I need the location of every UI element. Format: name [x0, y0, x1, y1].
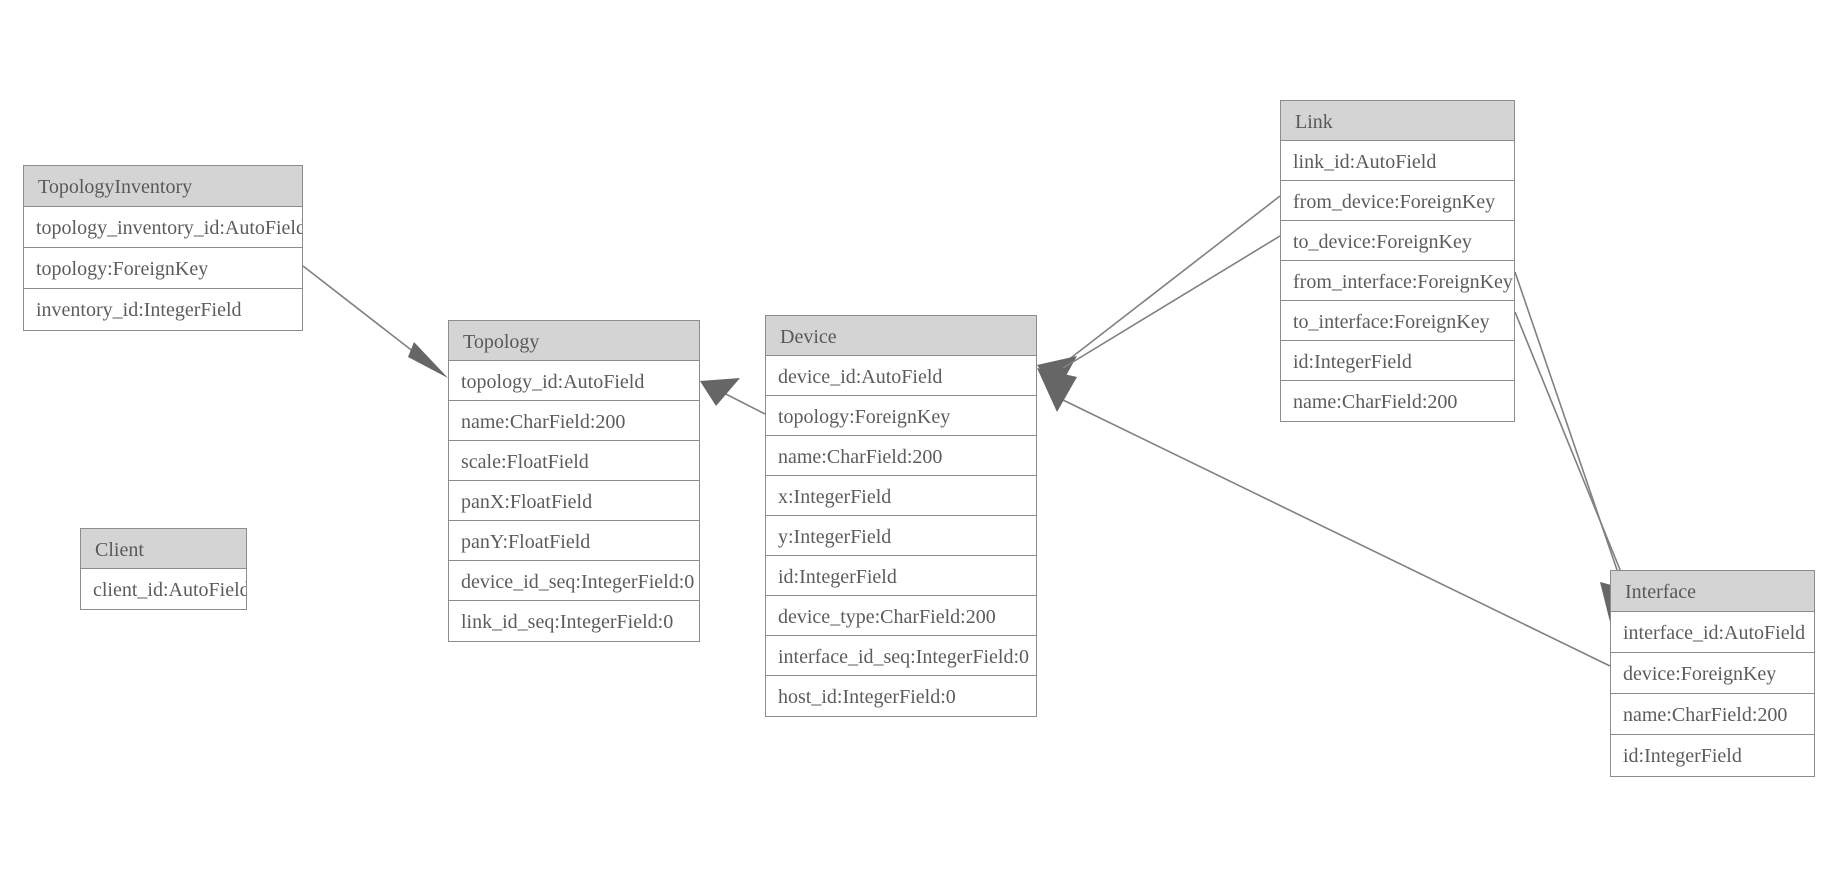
edge-topologyinventory-topology — [302, 265, 448, 378]
entity-field: name:CharField:200 — [1611, 694, 1814, 735]
entity-field: device_id_seq:IntegerField:0 — [449, 561, 699, 601]
entity-field: panX:FloatField — [449, 481, 699, 521]
entity-field: topology:ForeignKey — [766, 396, 1036, 436]
entity-field: host_id:IntegerField:0 — [766, 676, 1036, 716]
entity-field: to_interface:ForeignKey — [1281, 301, 1514, 341]
entity-field: panY:FloatField — [449, 521, 699, 561]
entity-field: device:ForeignKey — [1611, 653, 1814, 694]
entity-field: topology_inventory_id:AutoField — [24, 207, 302, 248]
entity-field: client_id:AutoField — [81, 569, 246, 609]
edge-link-from-device — [1037, 195, 1281, 392]
entity-field: device_type:CharField:200 — [766, 596, 1036, 636]
entity-title-client: Client — [81, 529, 246, 569]
entity-field: inventory_id:IntegerField — [24, 289, 302, 330]
entity-field: scale:FloatField — [449, 441, 699, 481]
entity-field: from_device:ForeignKey — [1281, 181, 1514, 221]
entity-title-link: Link — [1281, 101, 1514, 141]
entity-field: name:CharField:200 — [1281, 381, 1514, 421]
entity-title-interface: Interface — [1611, 571, 1814, 612]
entity-field: x:IntegerField — [766, 476, 1036, 516]
entity-field: name:CharField:200 — [449, 401, 699, 441]
entity-field: name:CharField:200 — [766, 436, 1036, 476]
edge-link-to-interface — [1514, 311, 1635, 605]
entity-title-topologyinventory: TopologyInventory — [24, 166, 302, 207]
entity-field: y:IntegerField — [766, 516, 1036, 556]
entity-field: id:IntegerField — [766, 556, 1036, 596]
entity-field: topology_id:AutoField — [449, 361, 699, 401]
entity-field: id:IntegerField — [1611, 735, 1814, 776]
entity-field: link_id_seq:IntegerField:0 — [449, 601, 699, 641]
entity-title-topology: Topology — [449, 321, 699, 361]
edge-link-to-device — [1062, 235, 1281, 369]
edge-device-topology — [700, 378, 766, 415]
entity-field: interface_id_seq:IntegerField:0 — [766, 636, 1036, 676]
entity-field: to_device:ForeignKey — [1281, 221, 1514, 261]
entity-field: topology:ForeignKey — [24, 248, 302, 289]
entity-field: link_id:AutoField — [1281, 141, 1514, 181]
entity-field: id:IntegerField — [1281, 341, 1514, 381]
entity-field: device_id:AutoField — [766, 356, 1036, 396]
entity-title-device: Device — [766, 316, 1036, 356]
entity-field: interface_id:AutoField — [1611, 612, 1814, 653]
entity-field: from_interface:ForeignKey — [1281, 261, 1514, 301]
